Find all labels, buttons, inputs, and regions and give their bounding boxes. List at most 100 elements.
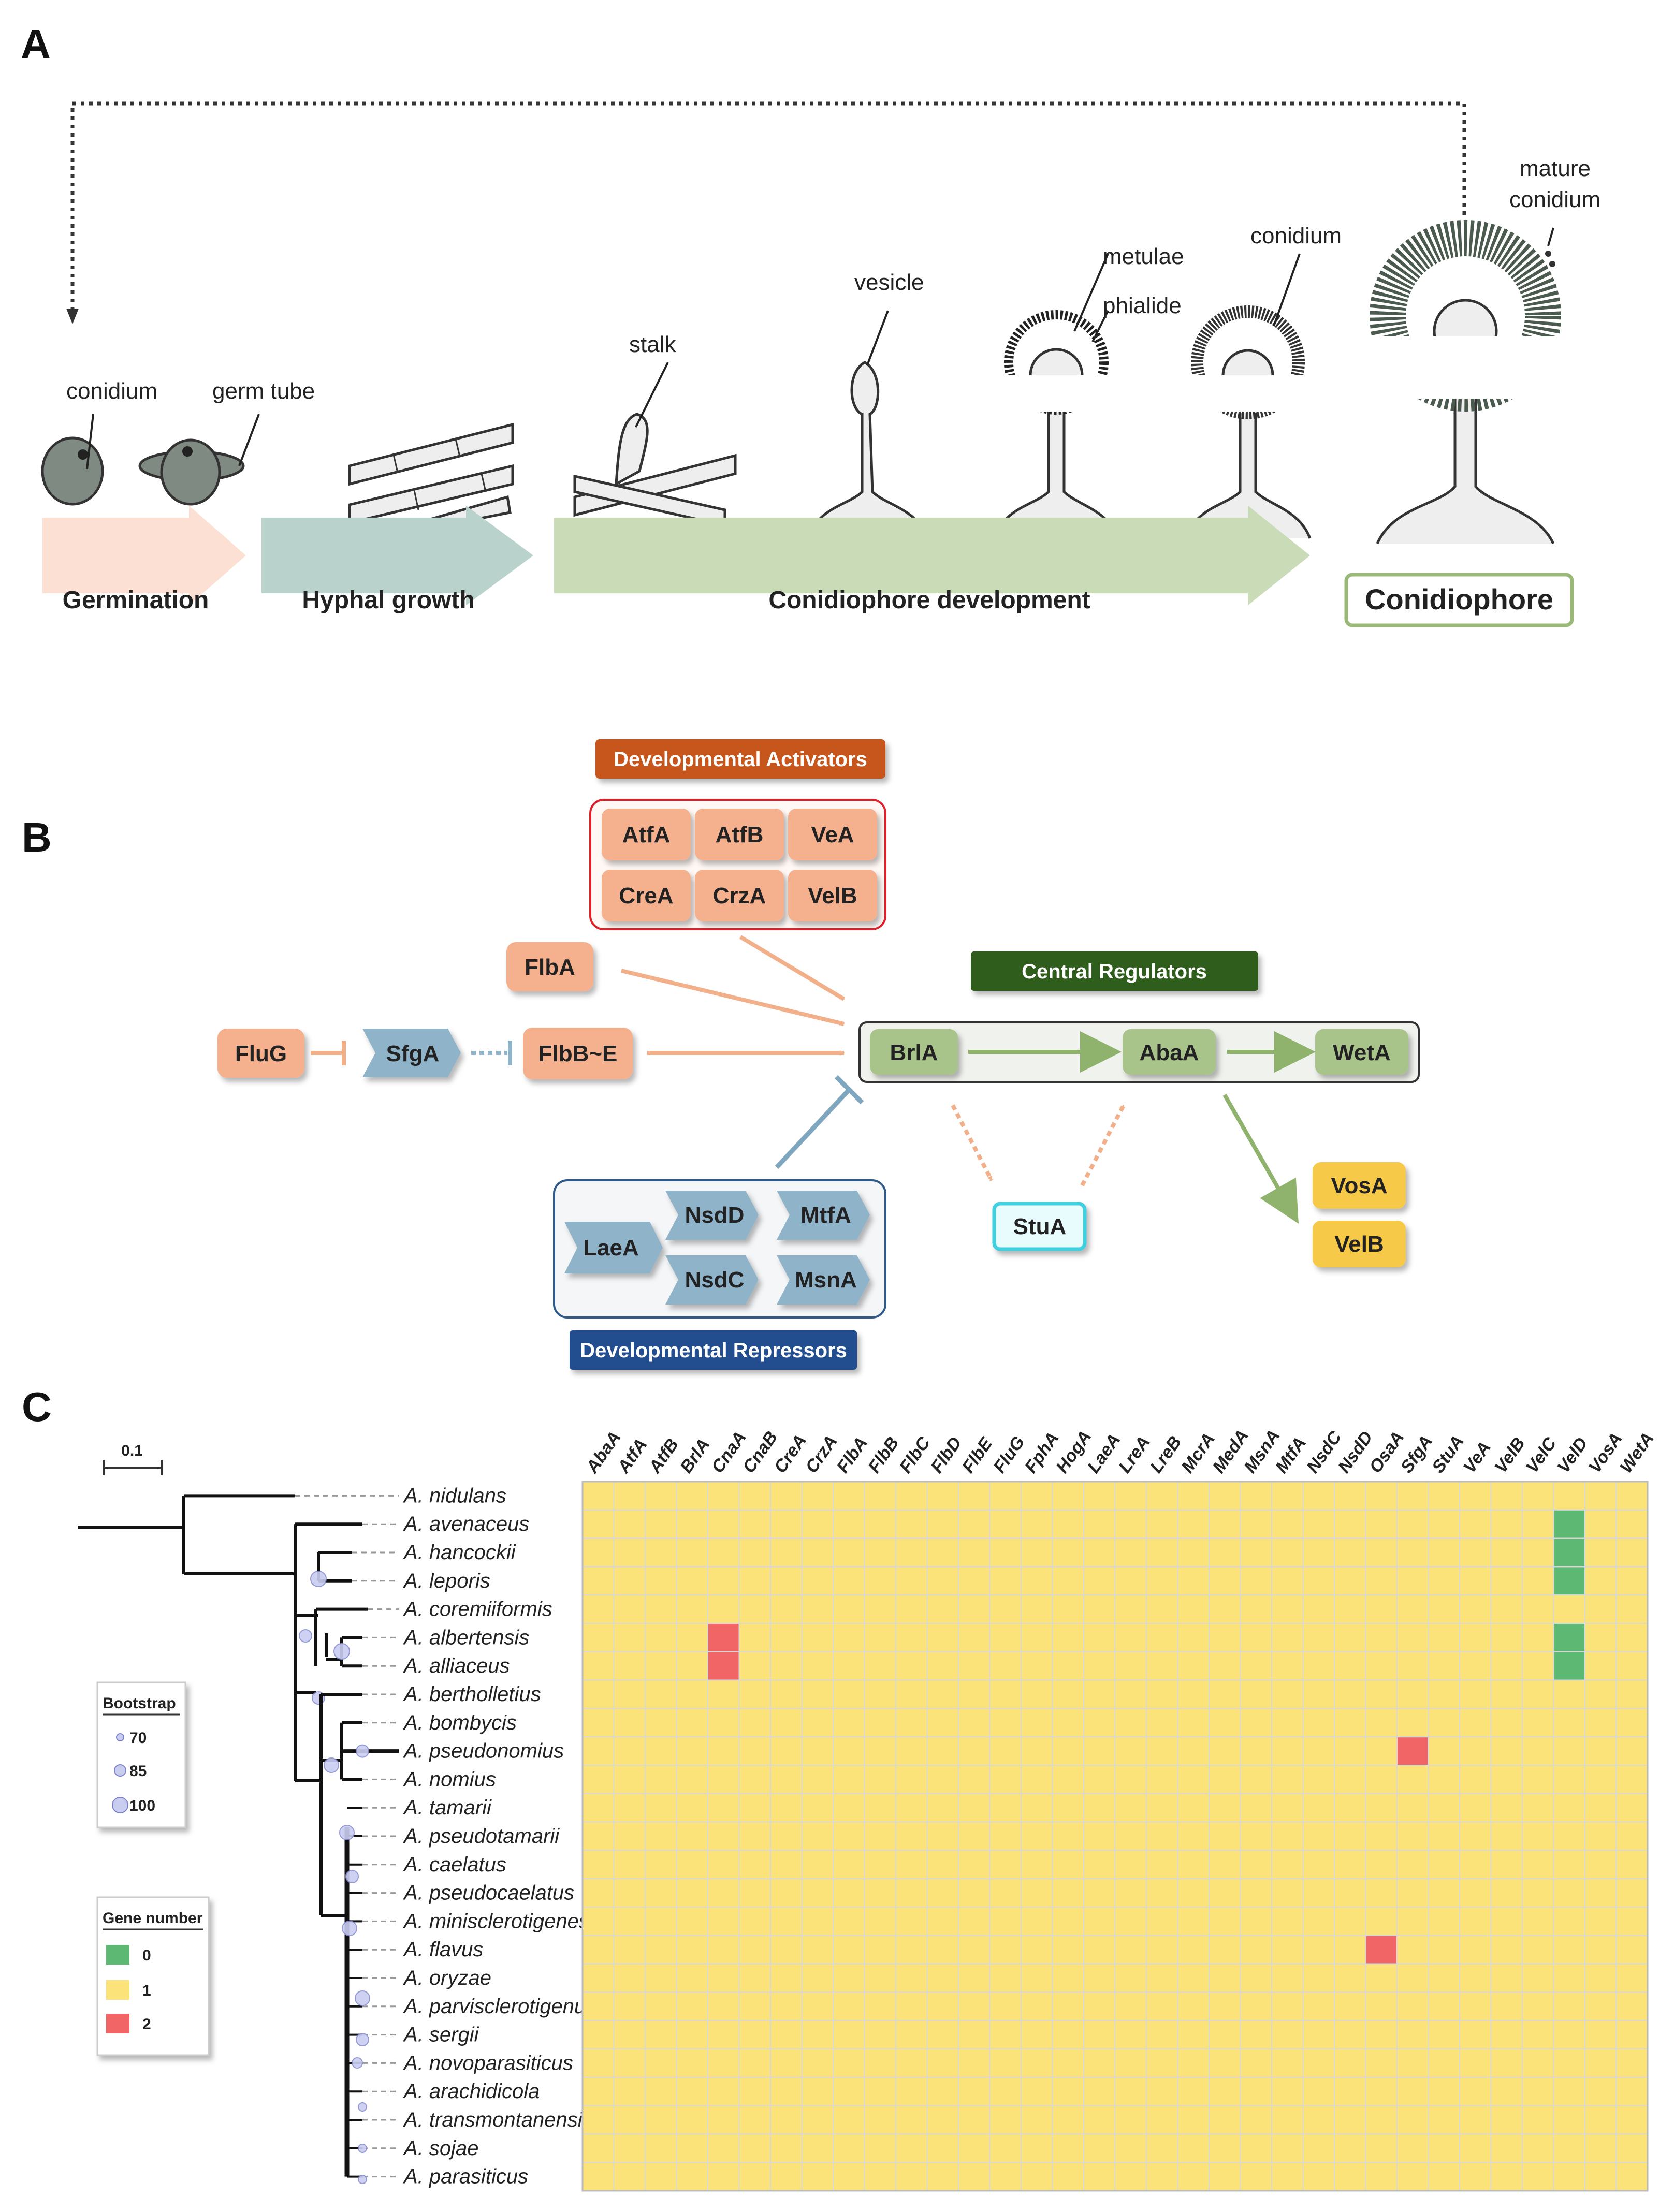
heatmap-cell-apseudocaelatus-mcra	[1177, 1878, 1210, 1908]
heatmap-cell-apseudocaelatus-crza	[801, 1878, 834, 1908]
heatmap-cell-aoryzae-abaa	[582, 1963, 615, 1993]
gene-header-fpha: FphA	[1021, 1429, 1063, 1477]
heatmap-cell-abombycis-crza	[801, 1708, 834, 1738]
heatmap-cell-anidulans-cnaa	[707, 1481, 740, 1511]
heatmap-cell-apseudocaelatus-brla	[676, 1878, 708, 1908]
heatmap-cell-aoryzae-mtfa	[1271, 1963, 1304, 1993]
heatmap-cell-apseudotamarii-velc	[1522, 1821, 1554, 1851]
heatmap-cell-aalbertensis-flba	[833, 1623, 865, 1652]
gene-header-vosa: VosA	[1585, 1429, 1626, 1477]
heatmap-cell-anidulans-atfa	[613, 1481, 646, 1511]
heatmap-cell-apseudotamarii-atfb	[645, 1821, 677, 1851]
heatmap-cell-aparvisclerotigenus-hoga	[1052, 1991, 1084, 2021]
heatmap-cell-aflavus-cnaa	[707, 1935, 740, 1965]
heatmap-cell-atamarii-crea	[770, 1793, 803, 1823]
heatmap-cell-asojae-lreb	[1146, 2133, 1178, 2163]
germ-tube-drawing	[138, 414, 260, 506]
heatmap-cell-aalliaceus-crea	[770, 1651, 803, 1681]
heatmap-cell-ahancockii-fpha	[1021, 1537, 1053, 1568]
heatmap-cell-atransmontanensis-flug	[989, 2105, 1022, 2135]
heatmap-cell-asergii-crza	[801, 2020, 834, 2049]
bootstrap-85-label: 85	[129, 1763, 147, 1780]
heatmap-cell-aleporis-flbe	[958, 1566, 991, 1596]
bootstrap-node	[355, 1990, 370, 2006]
heatmap-cell-aflavus-crea	[770, 1935, 803, 1965]
mtfa-box	[777, 1191, 870, 1240]
heatmap-cell-atamarii-flug	[989, 1793, 1022, 1823]
species-label-anidulans: A. nidulans	[403, 1484, 506, 1507]
heatmap-cell-apseudotamarii-flbd	[926, 1821, 959, 1851]
activator-box-velb	[788, 870, 877, 921]
heatmap-cell-aparasiticus-crea	[770, 2162, 803, 2192]
heatmap-cell-atransmontanensis-mtfa	[1271, 2105, 1304, 2135]
heatmap-cell-ahancockii-meda	[1209, 1537, 1241, 1568]
heatmap-cell-aoryzae-weta	[1615, 1963, 1648, 1993]
heatmap-cell-aleporis-atfb	[645, 1566, 677, 1596]
heatmap-cell-aminisclerotigenes-flbe	[958, 1907, 991, 1936]
heatmap-cell-atamarii-brla	[676, 1793, 708, 1823]
heatmap-cell-aflavus-brla	[676, 1935, 708, 1965]
heatmap-cell-aalliaceus-atfa	[613, 1651, 646, 1681]
heatmap-cell-atamarii-crza	[801, 1793, 834, 1823]
heatmap-cell-acaelatus-fpha	[1021, 1850, 1053, 1880]
heatmap-cell-acaelatus-flba	[833, 1850, 865, 1880]
heatmap-cell-aarachidicola-lreb	[1146, 2076, 1178, 2106]
heatmap-cell-apseudonomius-stua	[1428, 1736, 1460, 1766]
heatmap-cell-abombycis-flbe	[958, 1708, 991, 1738]
heatmap-cell-aleporis-crea	[770, 1566, 803, 1596]
heatmap-cell-aarachidicola-cnaa	[707, 2076, 740, 2106]
gene-header-stua: StuA	[1428, 1432, 1468, 1477]
bootstrap-100-label: 100	[129, 1797, 155, 1814]
species-label-acoremiiformis: A. coremiiformis	[403, 1598, 552, 1621]
heatmap-cell-aalliaceus-flbb	[864, 1651, 896, 1681]
heatmap-cell-apseudonomius-fpha	[1021, 1736, 1053, 1766]
heatmap-cell-apseudonomius-flbc	[895, 1736, 928, 1766]
heatmap-cell-ahancockii-laea	[1083, 1537, 1116, 1568]
heatmap-cell-aparasiticus-brla	[676, 2162, 708, 2192]
heatmap-cell-aarachidicola-lrea	[1114, 2076, 1147, 2106]
conidiophore-box	[1344, 573, 1574, 627]
heatmap-cell-abertholletius-brla	[676, 1679, 708, 1709]
heatmap-cell-anidulans-velb	[1490, 1481, 1523, 1511]
heatmap-cell-aoryzae-flbb	[864, 1963, 896, 1993]
heatmap-cell-aparasiticus-osaa	[1365, 2162, 1398, 2192]
heatmap-cell-aalbertensis-flbb	[864, 1623, 896, 1652]
heatmap-cell-ahancockii-atfa	[613, 1537, 646, 1568]
heatmap-cell-aalliaceus-meda	[1209, 1651, 1241, 1681]
heatmap-cell-anovoparasiticus-vea	[1459, 2048, 1492, 2078]
heatmap-cell-acoremiiformis-cnaa	[707, 1594, 740, 1624]
heatmap-cell-abombycis-brla	[676, 1708, 708, 1738]
gene-number-0-swatch	[106, 1945, 129, 1965]
heatmap-cell-asojae-vea	[1459, 2133, 1492, 2163]
heatmap-cell-apseudotamarii-osaa	[1365, 1821, 1398, 1851]
heatmap-cell-aleporis-velb	[1490, 1566, 1523, 1596]
heatmap-cell-abertholletius-cnab	[738, 1679, 771, 1709]
heatmap-cell-aoryzae-flba	[833, 1963, 865, 1993]
heatmap-cell-aparasiticus-crza	[801, 2162, 834, 2192]
species-label-ahancockii: A. hancockii	[403, 1541, 516, 1564]
heatmap-cell-acaelatus-crea	[770, 1850, 803, 1880]
heatmap-cell-aminisclerotigenes-nsdd	[1334, 1907, 1366, 1936]
heatmap-cell-aarachidicola-meda	[1209, 2076, 1241, 2106]
heatmap-cell-ahancockii-flbe	[958, 1537, 991, 1568]
heatmap-cell-aalbertensis-nsdc	[1302, 1623, 1335, 1652]
heatmap-cell-asergii-crea	[770, 2020, 803, 2049]
heatmap-cell-apseudocaelatus-flbe	[958, 1878, 991, 1908]
heatmap-cell-acoremiiformis-fpha	[1021, 1594, 1053, 1624]
heatmap-cell-abombycis-mtfa	[1271, 1708, 1304, 1738]
species-label-aalbertensis: A. albertensis	[403, 1626, 529, 1649]
heatmap-cell-apseudotamarii-crea	[770, 1821, 803, 1851]
heatmap-cell-aparvisclerotigenus-lrea	[1114, 1991, 1147, 2021]
heatmap-cell-acaelatus-abaa	[582, 1850, 615, 1880]
heatmap-cell-acoremiiformis-laea	[1083, 1594, 1116, 1624]
gene-header-brla: BrlA	[676, 1435, 714, 1477]
heatmap-cell-abombycis-flba	[833, 1708, 865, 1738]
heatmap-cell-asergii-mcra	[1177, 2020, 1210, 2049]
heatmap-cell-aarachidicola-velc	[1522, 2076, 1554, 2106]
heatmap-cell-asojae-flbd	[926, 2133, 959, 2163]
heatmap-cell-atransmontanensis-flbb	[864, 2105, 896, 2135]
heatmap-cell-apseudonomius-hoga	[1052, 1736, 1084, 1766]
heatmap-cell-asergii-laea	[1083, 2020, 1116, 2049]
heatmap-cell-asergii-flug	[989, 2020, 1022, 2049]
heatmap-cell-atamarii-cnaa	[707, 1793, 740, 1823]
